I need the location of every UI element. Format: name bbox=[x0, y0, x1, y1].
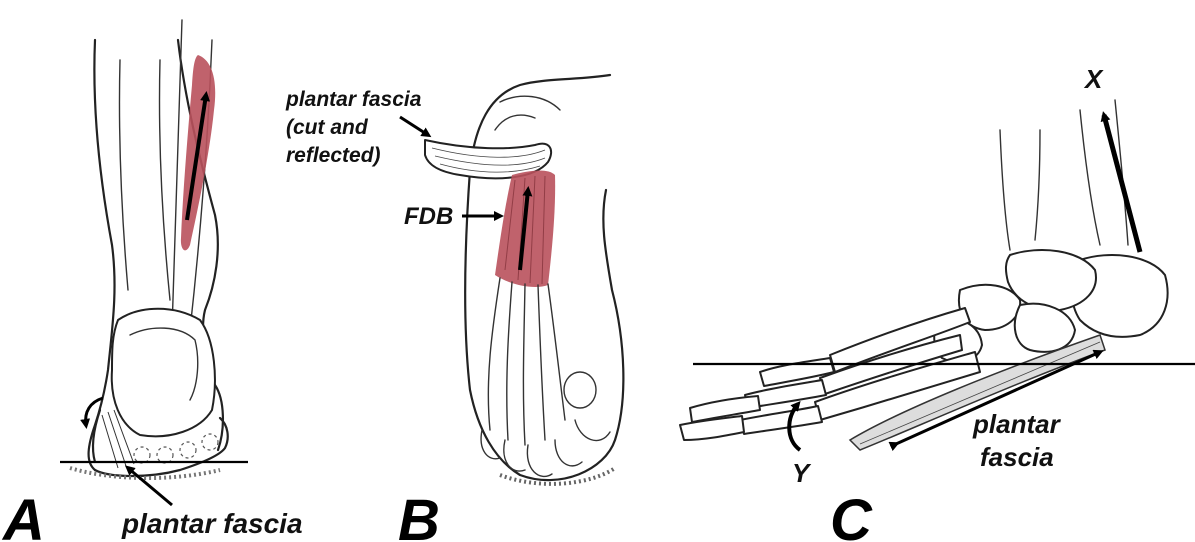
ground-shadow-a bbox=[70, 468, 220, 478]
phalanges-c bbox=[680, 358, 834, 440]
reflected-fascia-pointer bbox=[400, 117, 428, 135]
y-label: Y bbox=[792, 458, 812, 488]
plantar-fascia-label-c-line1: plantar bbox=[972, 409, 1062, 439]
toe-outlines-a bbox=[134, 434, 218, 463]
panel-letter-c: C bbox=[830, 488, 873, 542]
leg-bones-c bbox=[1000, 100, 1128, 250]
tibia-lines bbox=[119, 60, 170, 300]
sesamoid-b bbox=[564, 372, 596, 408]
plantar-fascia-label-a: plantar fascia bbox=[121, 508, 303, 539]
panel-c: X Y plantar fascia C bbox=[680, 64, 1195, 542]
reflected-fascia-label-line2: (cut and bbox=[286, 116, 369, 139]
fascia-a bbox=[93, 410, 100, 462]
flexor-tendons bbox=[488, 278, 565, 445]
panel-letter-a: A bbox=[1, 488, 45, 542]
reflected-fascia-label-line1: plantar fascia bbox=[285, 88, 422, 111]
panel-letter-b: B bbox=[398, 488, 440, 542]
x-force-arrow bbox=[1104, 115, 1140, 252]
panel-b: plantar fascia (cut and reflected) FDB B bbox=[285, 75, 623, 542]
fdb-label: FDB bbox=[404, 203, 453, 230]
reflected-fascia-label-line3: reflected) bbox=[286, 144, 381, 167]
plantar-fascia-label-c-line2: fascia bbox=[980, 442, 1054, 472]
heel-contour-b bbox=[495, 96, 560, 130]
x-label: X bbox=[1083, 64, 1104, 94]
panel-a: plantar fascia A bbox=[1, 20, 303, 542]
